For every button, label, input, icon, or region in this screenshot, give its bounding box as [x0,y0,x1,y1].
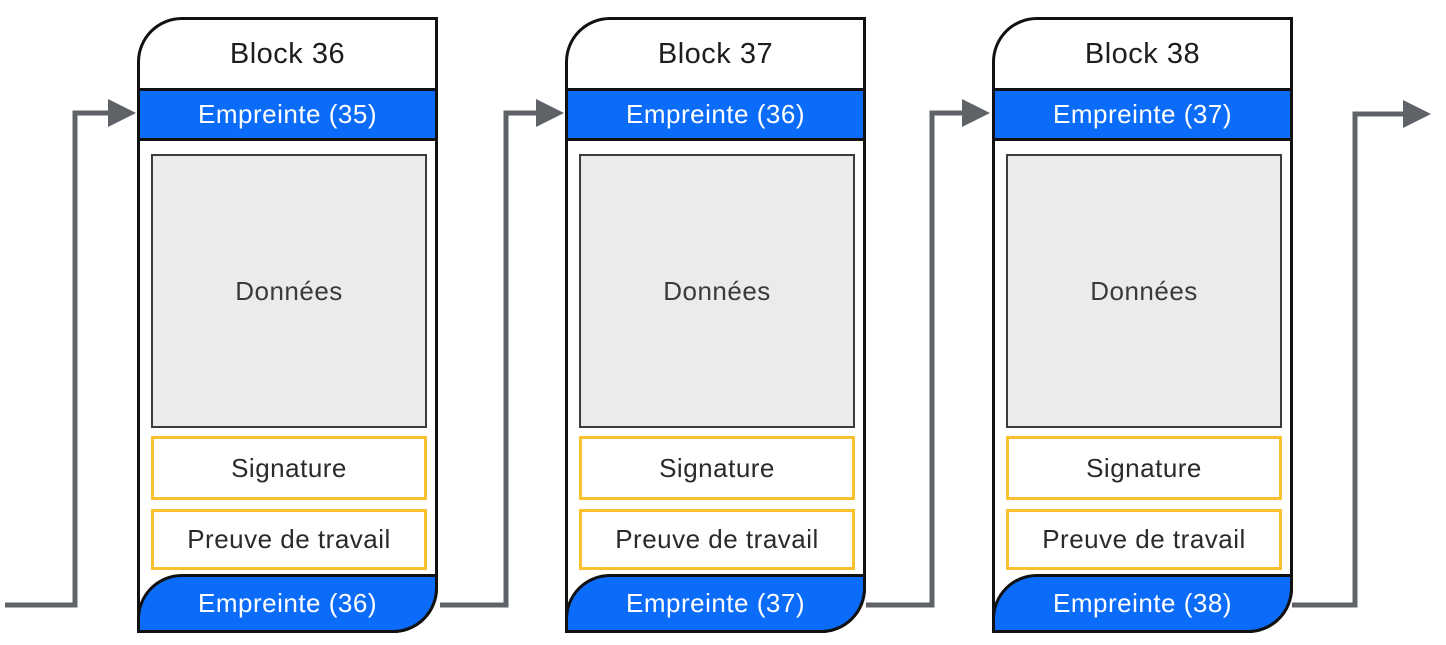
block-hash-bar: Empreinte (37) [565,574,866,633]
block-card-38: Block 38 Empreinte (37) Données Signatur… [992,17,1293,633]
signature-box: Signature [579,436,855,500]
arrow-out-of-block38 [1292,100,1431,608]
proof-of-work-box: Preuve de travail [151,509,427,570]
block-card-36: Block 36 Empreinte (35) Données Signatur… [137,17,438,633]
arrowhead-icon [536,99,564,127]
signature-box: Signature [151,436,427,500]
data-box: Données [151,154,427,428]
proof-of-work-box: Preuve de travail [579,509,855,570]
arrow-into-block36 [5,99,136,608]
arrow-block37-to-block38 [866,99,990,608]
block-card-37: Block 37 Empreinte (36) Données Signatur… [565,17,866,633]
data-box: Données [579,154,855,428]
block-title: Block 37 [657,37,774,70]
block-title: Block 38 [1084,37,1201,70]
previous-hash-bar: Empreinte (37) [992,88,1293,141]
previous-hash-bar: Empreinte (35) [137,88,438,141]
proof-of-work-box: Preuve de travail [1006,509,1282,570]
arrowhead-icon [1403,100,1431,128]
data-box: Données [1006,154,1282,428]
arrowhead-icon [108,99,136,127]
block-title: Block 36 [229,37,346,70]
previous-hash-bar: Empreinte (36) [565,88,866,141]
arrow-block36-to-block37 [440,99,564,608]
signature-box: Signature [1006,436,1282,500]
block-hash-bar: Empreinte (36) [137,574,438,633]
block-hash-bar: Empreinte (38) [992,574,1293,633]
arrowhead-icon [962,99,990,127]
